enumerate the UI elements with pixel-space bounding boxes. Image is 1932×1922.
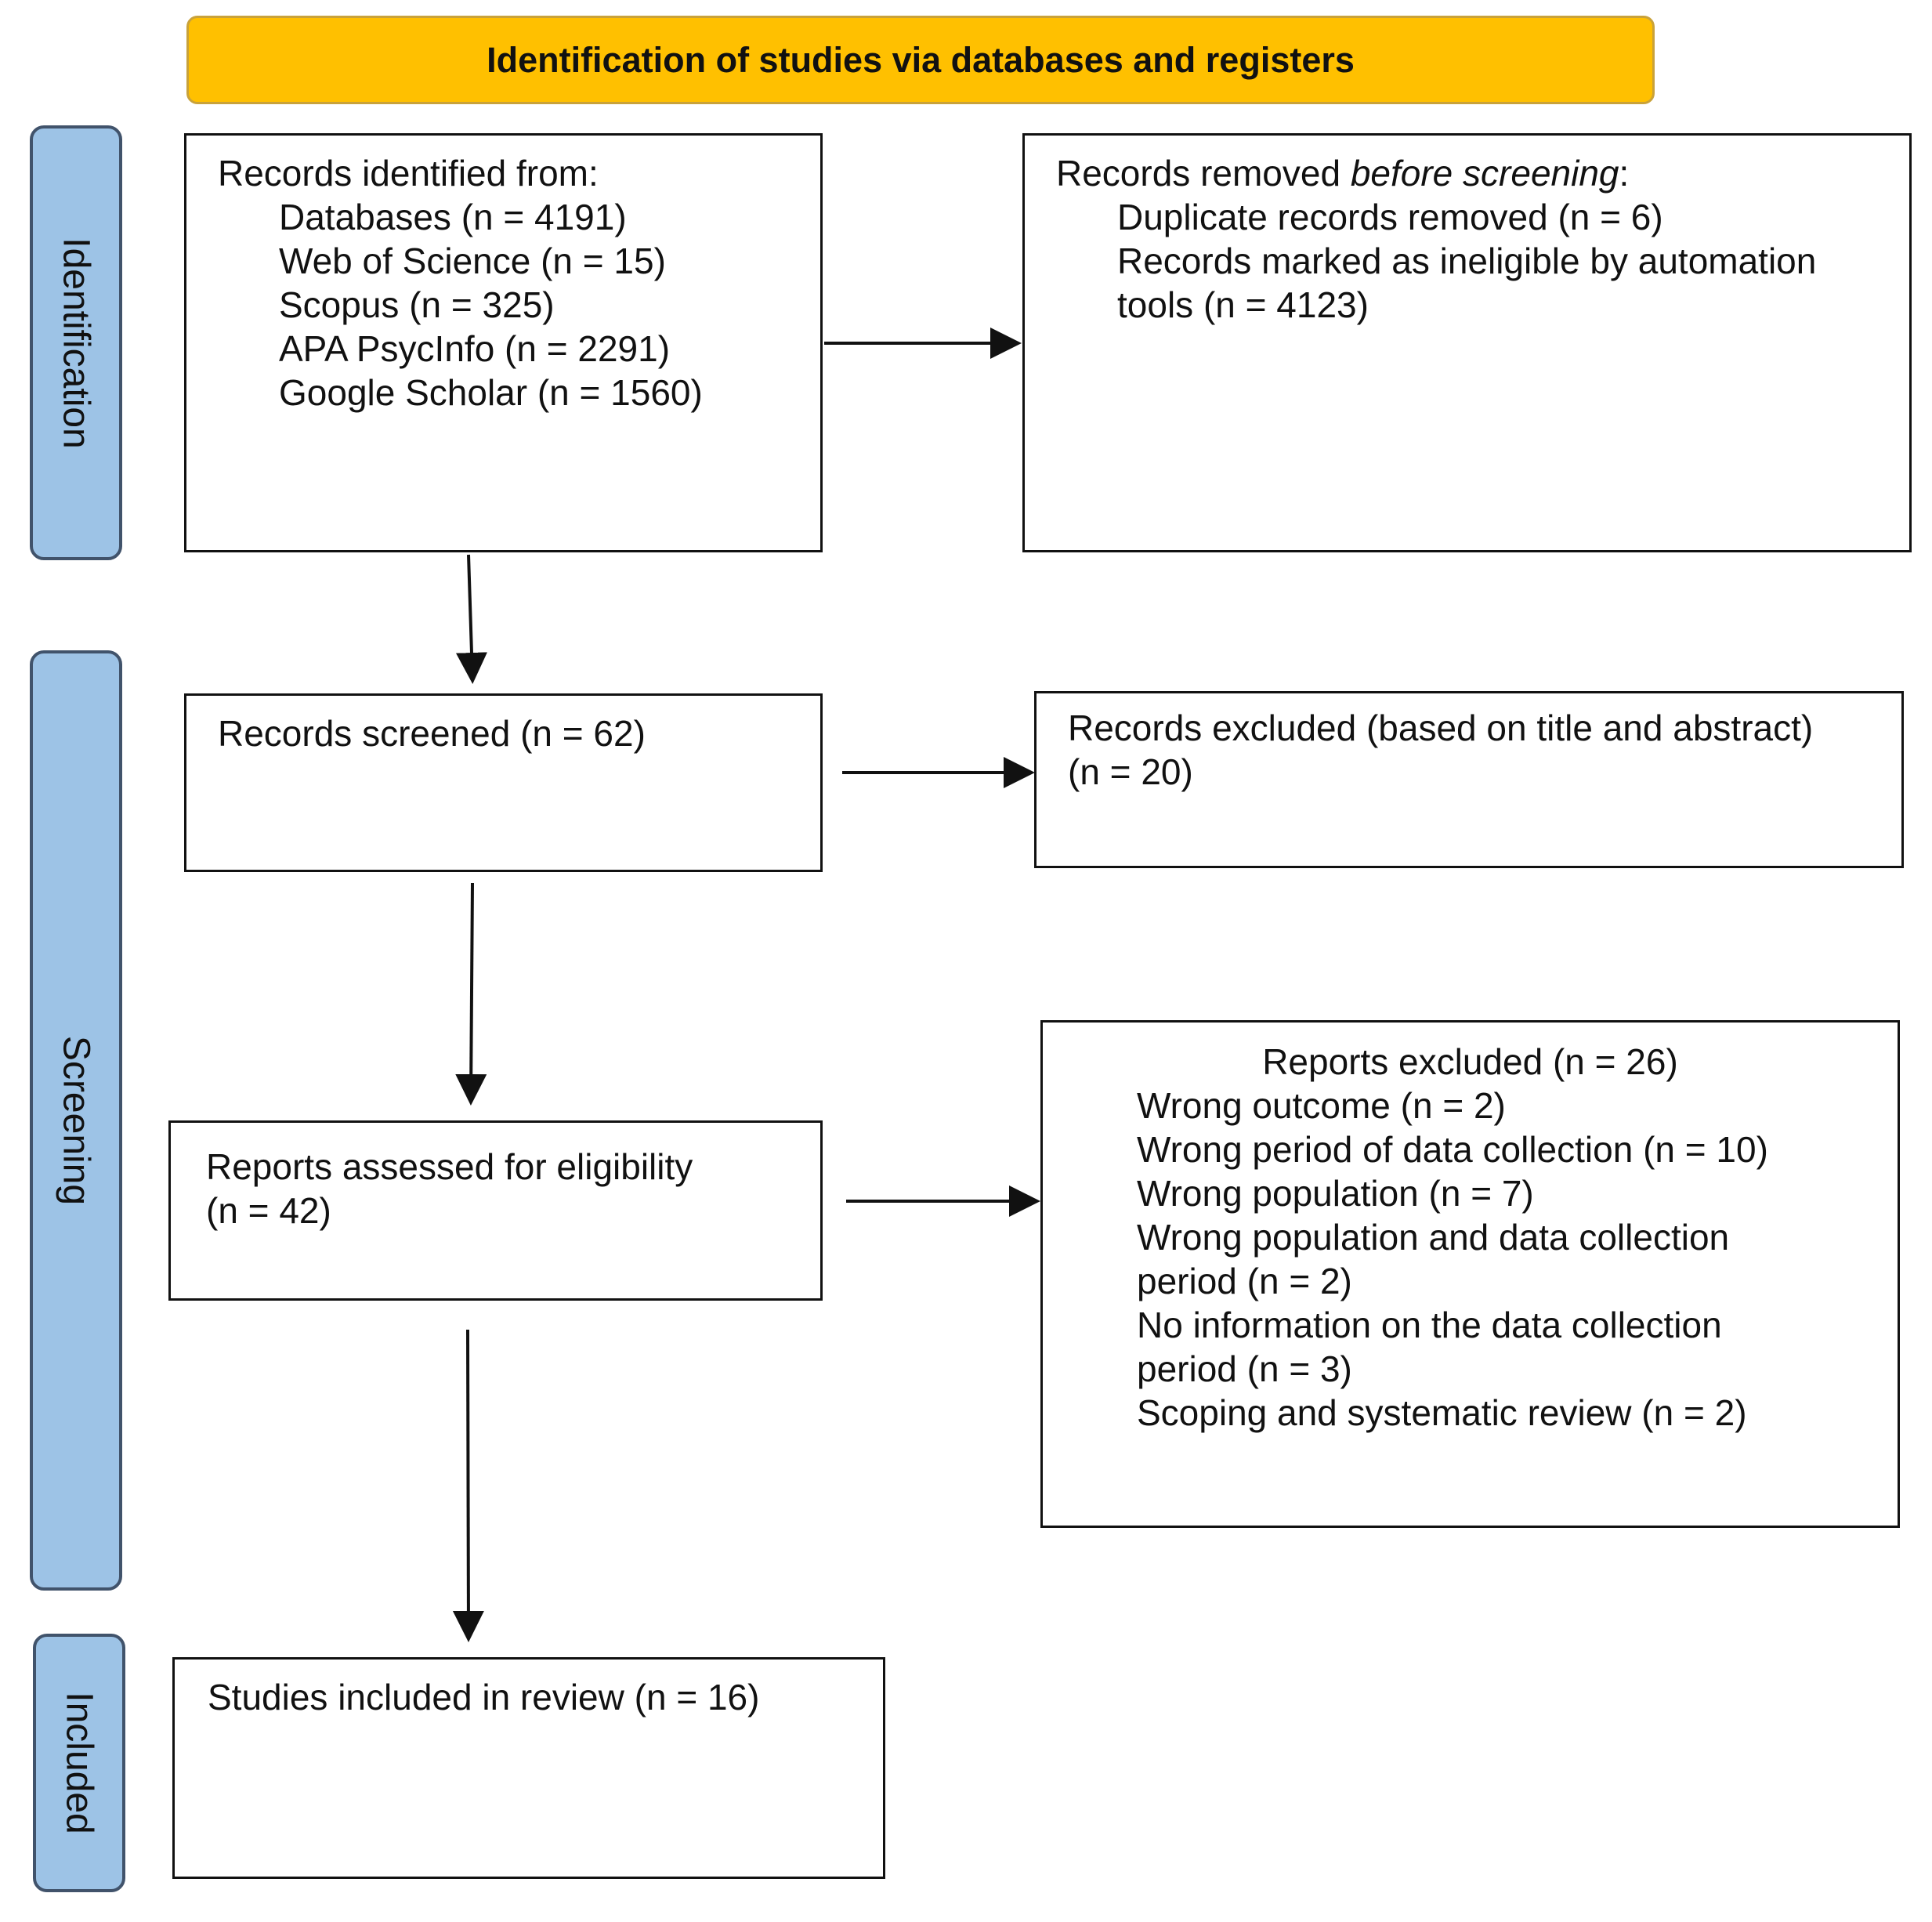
source-apa-psycinfo: APA PsycInfo (n = 2291) xyxy=(279,328,671,369)
automation-removed-cont: tools (n = 4123) xyxy=(1117,284,1369,325)
records-screened-box: Records screened (n = 62) xyxy=(184,693,823,872)
source-web-of-science: Web of Science (n = 15) xyxy=(279,241,666,281)
reports-assessed-box: Reports assessed for eligibility (n = 42… xyxy=(168,1120,823,1301)
reports-assessed-line-2: (n = 42) xyxy=(206,1190,331,1231)
records-removed-box: Records removed before screening: Duplic… xyxy=(1022,133,1912,552)
phase-screening: Screening xyxy=(30,650,122,1591)
studies-included-text: Studies included in review (n = 16) xyxy=(208,1677,760,1717)
records-removed-heading-italic: before screening xyxy=(1350,153,1619,194)
automation-removed: Records marked as ineligible by automati… xyxy=(1117,241,1817,281)
records-removed-heading-suffix: : xyxy=(1619,153,1630,194)
reason-wrong-population: Wrong population (n = 7) xyxy=(1137,1173,1534,1214)
studies-included-box: Studies included in review (n = 16) xyxy=(172,1657,885,1879)
header-banner: Identification of studies via databases … xyxy=(186,16,1655,104)
records-screened-text: Records screened (n = 62) xyxy=(218,713,646,754)
records-excluded-line-1: Records excluded (based on title and abs… xyxy=(1068,708,1814,748)
phase-included: Included xyxy=(33,1634,125,1892)
reason-wrong-population-period: Wrong population and data collection xyxy=(1137,1217,1730,1258)
source-google-scholar: Google Scholar (n = 1560) xyxy=(279,372,703,413)
header-title: Identification of studies via databases … xyxy=(487,39,1355,80)
reports-excluded-box: Reports excluded (n = 26) Wrong outcome … xyxy=(1040,1020,1900,1528)
phase-identification: Identification xyxy=(30,125,122,560)
source-scopus: Scopus (n = 325) xyxy=(279,284,555,325)
reason-wrong-period: Wrong period of data collection (n = 10) xyxy=(1137,1129,1768,1170)
reason-no-information-cont: period (n = 3) xyxy=(1137,1348,1352,1389)
records-removed-heading-prefix: Records removed xyxy=(1056,153,1351,194)
reason-no-information: No information on the data collection xyxy=(1137,1305,1722,1345)
duplicates-removed: Duplicate records removed (n = 6) xyxy=(1117,197,1663,237)
arrow-identified-to-screened xyxy=(455,554,487,684)
records-excluded-line-2: (n = 20) xyxy=(1068,751,1193,792)
reason-scoping-review: Scoping and systematic review (n = 2) xyxy=(1137,1392,1747,1433)
records-removed-heading: Records removed before screening: xyxy=(1056,151,1909,195)
reason-wrong-outcome: Wrong outcome (n = 2) xyxy=(1137,1085,1506,1126)
reports-excluded-heading: Reports excluded (n = 26) xyxy=(1262,1041,1678,1082)
records-identified-box: Records identified from: Databases (n = … xyxy=(184,133,823,552)
reports-assessed-line-1: Reports assessed for eligibility xyxy=(206,1146,693,1187)
reason-wrong-population-period-cont: period (n = 2) xyxy=(1137,1261,1352,1301)
arrow-assessed-to-included xyxy=(452,1329,484,1642)
source-databases: Databases (n = 4191) xyxy=(279,197,627,237)
records-excluded-box: Records excluded (based on title and abs… xyxy=(1034,691,1904,868)
records-identified-heading: Records identified from: xyxy=(218,153,599,194)
arrow-screened-to-assessed xyxy=(455,882,487,1106)
